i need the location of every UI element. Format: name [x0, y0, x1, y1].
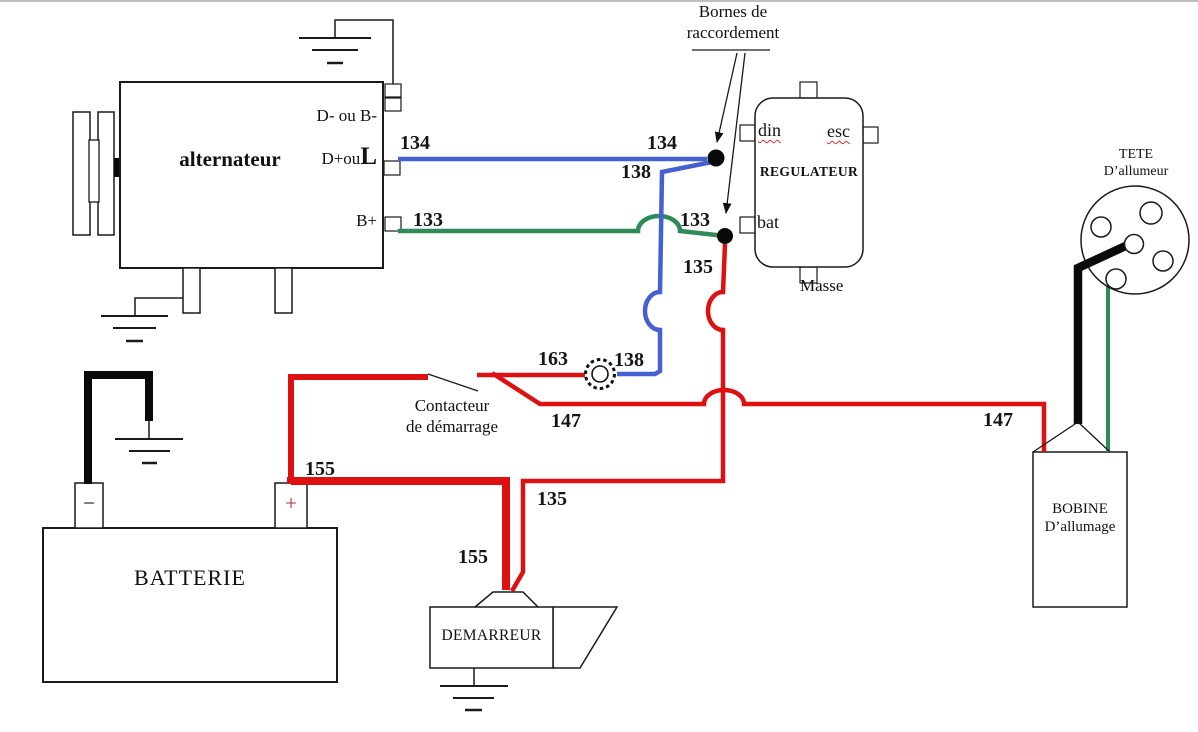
contactor-label: Contacteur de démarrage: [393, 395, 511, 437]
wire-label-138-top: 138: [621, 161, 651, 183]
coil-line1: BOBINE: [1052, 501, 1108, 517]
wire-switch-feed-red: [288, 374, 428, 480]
distributor-line2: D’allumeur: [1103, 164, 1169, 179]
battery-plus-sign: +: [285, 491, 297, 515]
starter-box: [429, 606, 554, 669]
regulator-terminal-din: din: [758, 120, 782, 140]
terminal-d-plus-L: L: [360, 143, 377, 170]
starter-drive-housing: [552, 606, 619, 669]
regulator-box: [754, 97, 864, 268]
battery-negative-post: [74, 482, 104, 529]
battery-minus-sign: −: [83, 491, 95, 515]
callout-line1: Bornes de: [698, 2, 768, 21]
contactor-line1: Contacteur: [414, 396, 490, 415]
wire-label-135-bottom: 135: [537, 488, 567, 510]
starter-terminal-lug: [474, 591, 539, 608]
coil-line2: D’allumage: [1044, 519, 1116, 535]
callout-pointer: [692, 49, 770, 215]
alternator-pulley: [72, 111, 122, 236]
distributor-line1: TETE: [1118, 147, 1154, 162]
alternator-mounting-legs: [182, 267, 293, 314]
switch-lever-line: [427, 373, 479, 392]
ground-symbol-starter: [440, 668, 508, 712]
ground-symbol-alternator-top: [299, 19, 394, 99]
wire-label-155-left: 155: [305, 458, 335, 480]
alternator-terminal-d-minus: D- ou B-: [316, 106, 377, 125]
ground-symbol-alternator-bottom: [101, 297, 183, 343]
regulator-terminal-esc: esc: [827, 121, 850, 141]
window-edge: [0, 0, 1198, 2]
wire-battery-ground-black: [84, 371, 153, 484]
pulley-shaft-coupling: [114, 158, 122, 177]
terminal-d-plus-prefix: D+ou: [321, 149, 361, 168]
coil-top-cone: [1032, 421, 1111, 453]
coil-label: BOBINE D’allumage: [1033, 500, 1127, 536]
battery-label: BATTERIE: [134, 565, 246, 590]
contactor-line2: de démarrage: [405, 417, 499, 436]
starter-label: DEMARREUR: [441, 627, 542, 644]
alternator-label: alternateur: [179, 147, 281, 171]
wire-label-134-right: 134: [647, 132, 677, 154]
alternator-box: [119, 81, 384, 269]
wire-label-147-right: 147: [983, 409, 1013, 431]
wire-label-133-left: 133: [413, 209, 443, 231]
wire-label-133-right: 133: [680, 209, 710, 231]
coil-box: [1032, 451, 1128, 608]
regulator-terminal-bat: bat: [757, 212, 779, 232]
alternator-terminal-d-plus: D+ou L: [230, 144, 377, 169]
regulator-label: REGULATEUR: [759, 164, 859, 179]
callout-bornes-de-raccordement: Bornes de raccordement: [648, 1, 818, 43]
wire-155-red-thick: [287, 477, 510, 590]
terminal-dot-134: [707, 149, 725, 167]
distributor-cap-towers: [1090, 201, 1174, 290]
wire-label-147-left: 147: [551, 410, 581, 432]
wire-label-138-bottom: 138: [614, 349, 644, 371]
wire-ht-lead-black: [1073, 239, 1134, 424]
terminal-dot-133: [717, 228, 733, 244]
distributor-label: TETE D’allumeur: [1080, 146, 1192, 180]
callout-line2: raccordement: [686, 23, 780, 42]
regulator-terminal-masse: Masse: [800, 276, 844, 295]
wire-133-green: [398, 213, 726, 239]
ground-symbol-battery: [115, 420, 183, 465]
regulator-tabs: [739, 81, 879, 284]
wire-138-blue: [617, 159, 713, 377]
battery-box: [42, 527, 338, 683]
bulkhead-connector-symbol: [584, 358, 616, 390]
wire-label-155-bottom: 155: [458, 546, 488, 568]
alternator-terminal-b-plus: B+: [356, 211, 377, 230]
wire-135-red: [510, 243, 728, 593]
wire-label-135-top: 135: [683, 256, 713, 278]
wire-label-163: 163: [538, 348, 568, 370]
alternator-terminal-tabs: [383, 83, 402, 232]
wire-label-134-left: 134: [400, 132, 430, 154]
